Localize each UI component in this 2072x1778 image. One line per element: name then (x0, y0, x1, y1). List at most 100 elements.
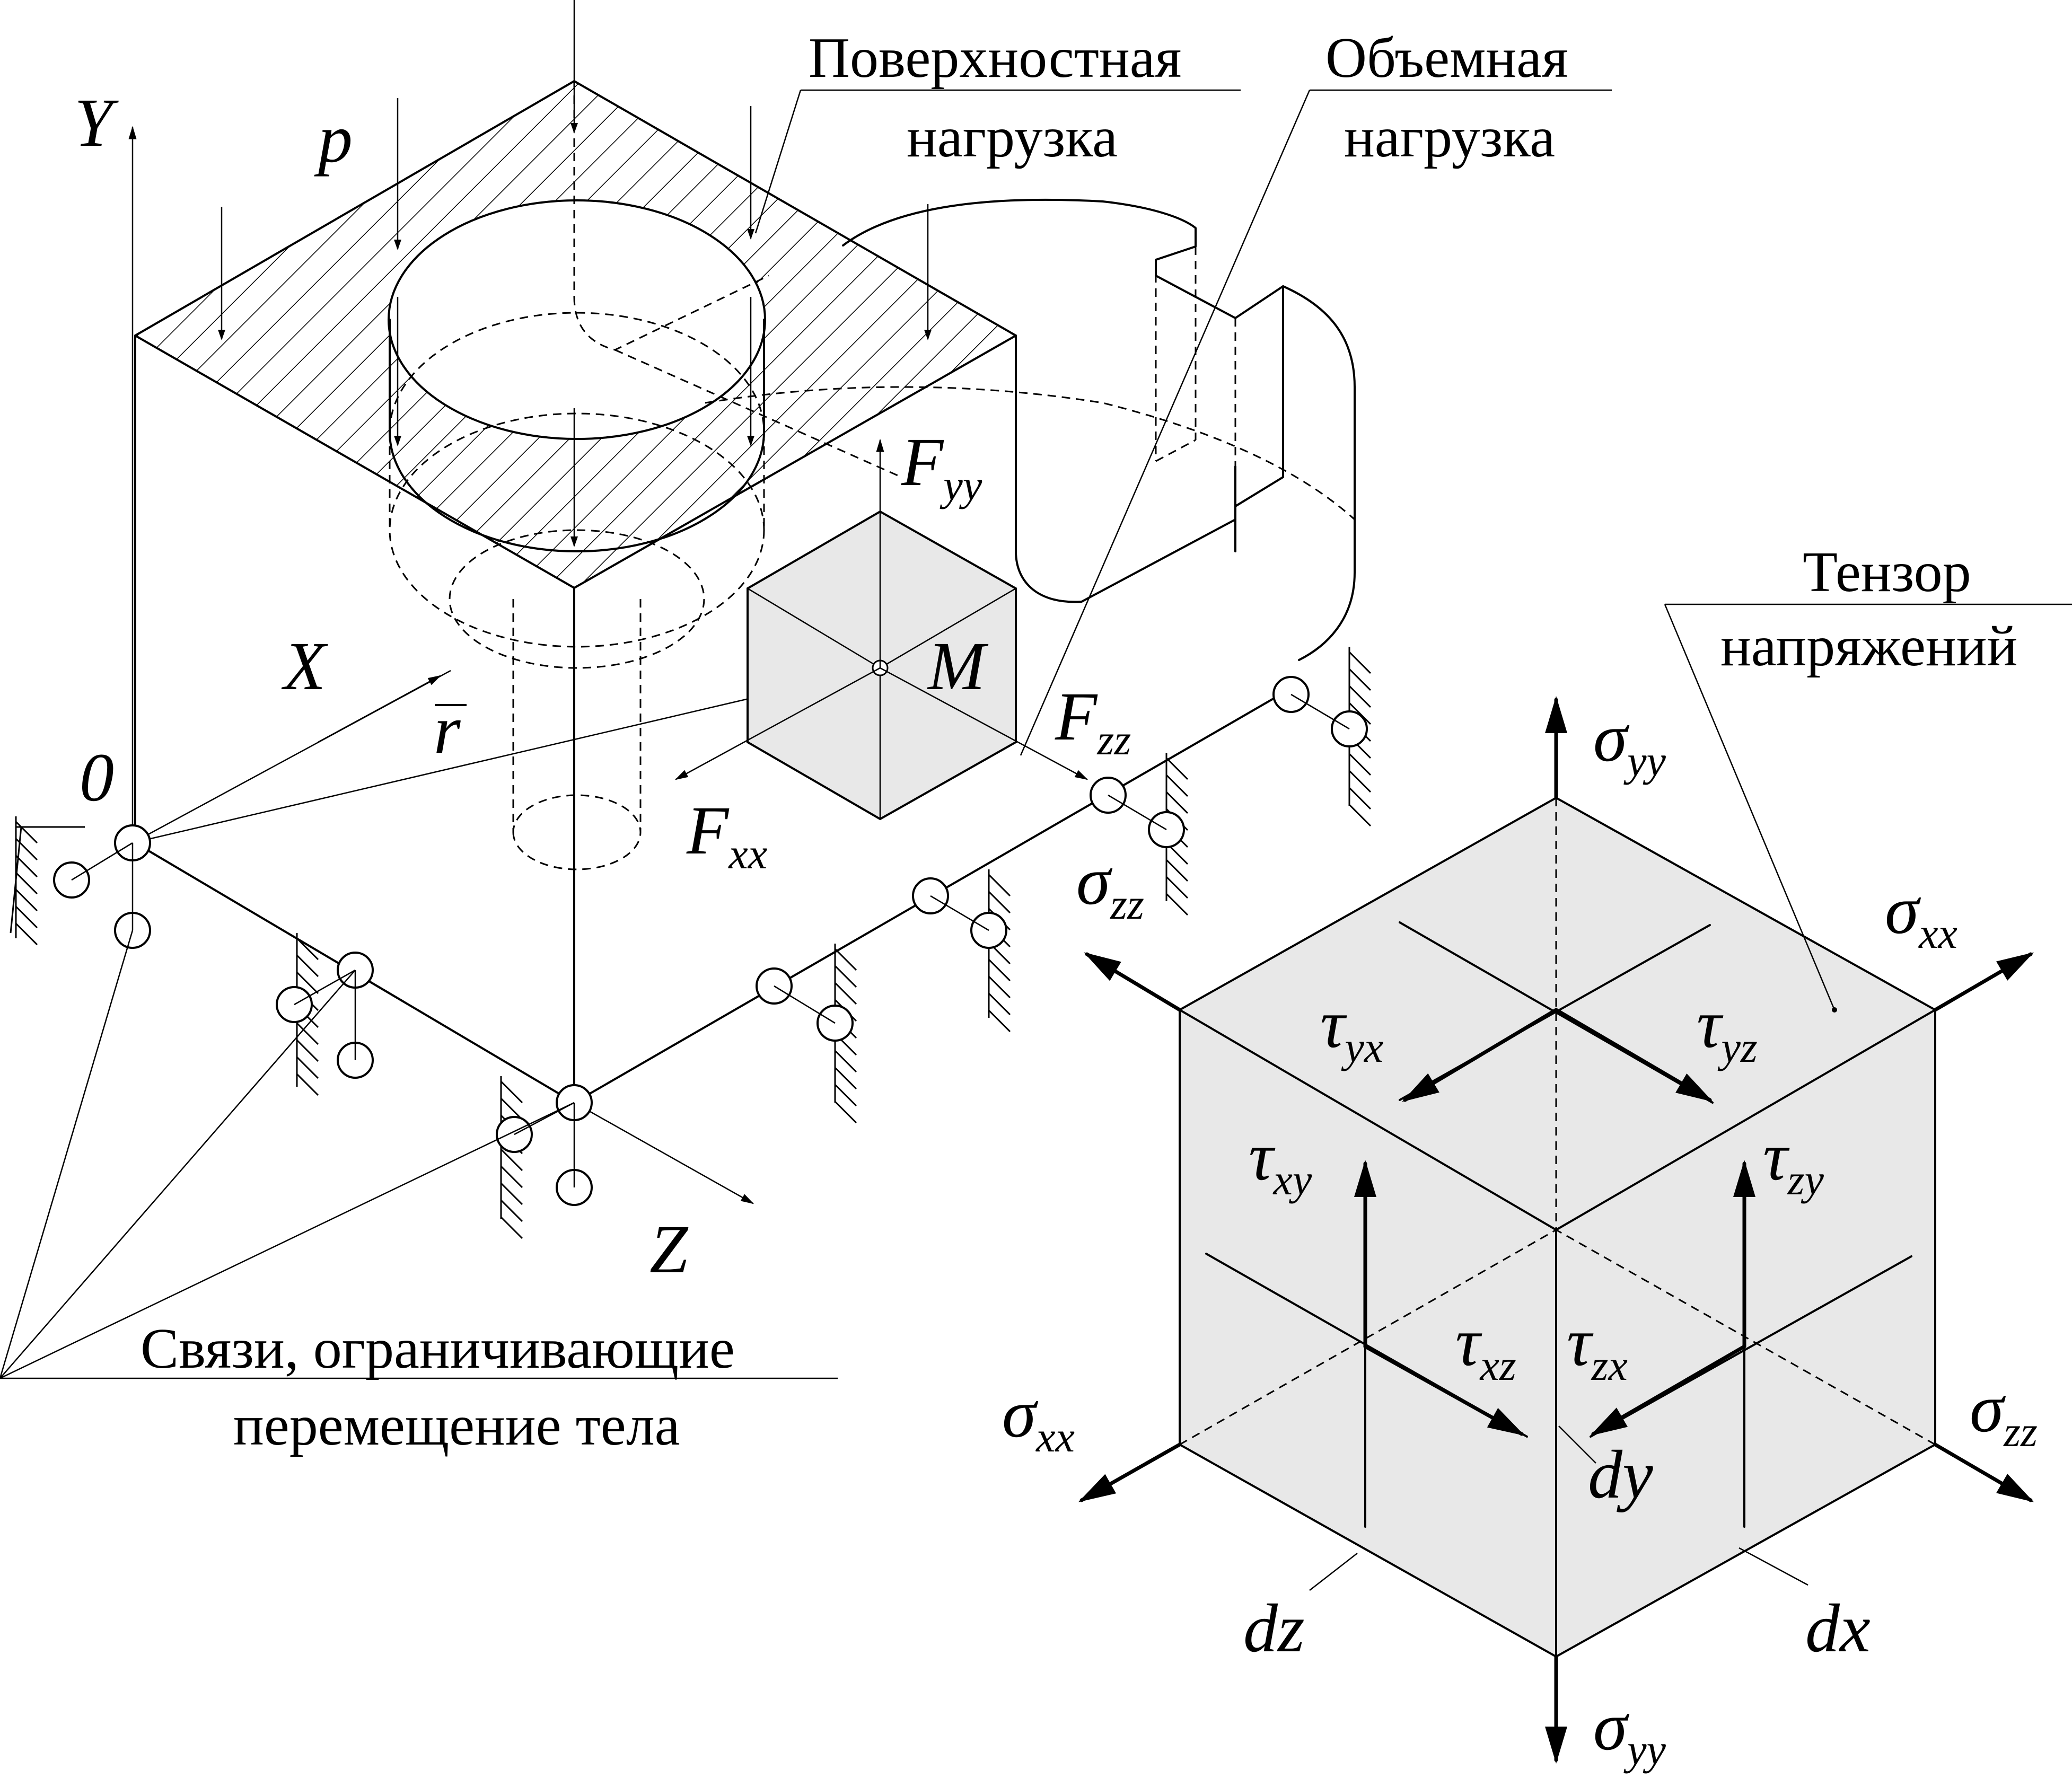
ground-hatch-tick (834, 1084, 857, 1107)
ground-hatch-tick (988, 975, 1011, 999)
ground-hatch-tick (988, 1009, 1011, 1033)
surface-load-arrows (218, 0, 932, 547)
sigma-xx-left-arrow (1078, 1442, 1182, 1502)
sigma-xx-right-arrow (1933, 952, 2034, 1012)
ground-hatch-tick (500, 1165, 523, 1189)
z-axis-label: Z (649, 1211, 689, 1288)
ground-hatch-tick (500, 1080, 523, 1104)
f-yy-label: Fyy (901, 424, 982, 509)
ground-hatch-tick (834, 1050, 857, 1073)
f-zz-arrow (880, 667, 1088, 780)
tau-yz-label: τyz (1697, 986, 1758, 1071)
ground-hatch-tick (500, 1182, 523, 1205)
ground-hatch-tick (1165, 893, 1189, 916)
ground-hatch-tick (15, 888, 38, 912)
sigma-xx-right-label: σxx (1885, 872, 1957, 957)
x-axis-arrow (318, 675, 442, 743)
ground-hatch-tick (1348, 651, 1372, 674)
ground-hatch-tick (834, 1067, 857, 1090)
surface-load-label-line1: Поверхностная (809, 27, 1181, 90)
ground-hatch-tick (500, 1199, 523, 1222)
ground-hatch-tick (15, 922, 38, 946)
tau-zx-arrow (1590, 1344, 1746, 1436)
ground-hatch-tick (296, 937, 319, 961)
ground-hatch-tick (15, 905, 38, 929)
elastic-body (134, 80, 1356, 1104)
ground-hatch-tick (15, 821, 38, 844)
ground-hatch-tick (296, 1022, 319, 1045)
sigma-zz-left-arrow (1083, 952, 1182, 1012)
sigma-zz-right-arrow (1933, 1442, 2034, 1502)
ground-hatch-tick (296, 1073, 319, 1096)
constraints-label-line2: перемещение тела (233, 1394, 680, 1457)
tau-yx-arrow (1401, 1008, 1558, 1102)
x-axis-label: X (281, 628, 328, 705)
ground-hatch-tick (296, 954, 319, 978)
radius-vector-label: r (434, 692, 467, 768)
stress-tensor-label-line2: напряжений (1720, 615, 2017, 678)
labels: Поверхностная нагрузка Объемная нагрузка… (74, 27, 2038, 1774)
sigma-yy-bottom-label: σyy (1593, 1688, 1666, 1774)
point-m-label: M (927, 628, 989, 705)
ground-hatch-tick (500, 1097, 523, 1121)
f-zz-label: Fzz (1055, 679, 1131, 764)
ground-hatch-tick (988, 992, 1011, 1016)
ground-hatch-tick (834, 982, 857, 1005)
dz-label: dz (1243, 1590, 1305, 1667)
ground-hatch-tick (834, 965, 857, 988)
dy-label: dy (1588, 1437, 1653, 1513)
z-axis-arrow (574, 1102, 754, 1204)
f-xx-arrow (674, 667, 881, 780)
tau-xz-arrow (1363, 1344, 1525, 1436)
sigma-yy-top-label: σyy (1593, 700, 1666, 785)
ground-hatch-tick (1165, 859, 1189, 882)
surface-load-label-line2: нагрузка (907, 106, 1118, 169)
ground-hatch-tick (1348, 753, 1372, 776)
support-joints (53, 676, 1368, 1206)
y-axis-label: Y (74, 85, 119, 161)
ground-hatch-tick (1348, 702, 1372, 725)
ground-hatch-tick (500, 1216, 523, 1239)
stress-tensor-label-line1: Тензор (1803, 541, 1971, 604)
ground-hatch-tick (834, 948, 857, 971)
ground-hatch-tick (1348, 685, 1372, 708)
support-constraints (0, 647, 1372, 1379)
tau-xy-label: τxy (1249, 1119, 1312, 1204)
f-xx-label: Fxx (686, 793, 767, 878)
ground-hatch-tick (1165, 774, 1189, 797)
ground-hatch-tick (296, 1039, 319, 1062)
tau-zy-label: τzy (1763, 1119, 1824, 1204)
top-hole-edge (388, 199, 766, 440)
ground-hatch-tick (834, 1101, 857, 1124)
ground-hatch-tick (1348, 668, 1372, 691)
svg-text:r: r (434, 692, 461, 768)
tau-zx-label: τzx (1567, 1304, 1628, 1389)
origin-label: 0 (80, 740, 114, 816)
ground-hatch-tick (988, 874, 1011, 897)
callout-leaders (754, 89, 2072, 1010)
ground-hatch-tick (1348, 770, 1372, 793)
ground-hatch-tick (1165, 876, 1189, 899)
tau-xz-label: τxz (1455, 1304, 1516, 1389)
sigma-zz-left-label: σzz (1076, 843, 1144, 928)
ground-hatch-tick (1348, 787, 1372, 810)
volume-load-label-line2: нагрузка (1344, 106, 1555, 169)
ground-hatch-tick (296, 1056, 319, 1079)
loaded-top-face (135, 81, 1016, 588)
ground-hatch-tick (988, 958, 1011, 982)
ground-hatch-tick (15, 855, 38, 878)
sigma-zz-right-label: σzz (1970, 1370, 2038, 1456)
tau-yz-arrow (1554, 1008, 1714, 1102)
ground-hatch-tick (988, 891, 1011, 914)
body-force-element (674, 438, 1088, 821)
ground-hatch-tick (15, 838, 38, 861)
ground-hatch-tick (1165, 757, 1189, 780)
volume-load-label-line1: Объемная (1325, 27, 1568, 90)
stress-tensor-element (1078, 696, 2034, 1764)
ground-hatch-tick (500, 1148, 523, 1172)
sigma-xx-left-label: σxx (1002, 1376, 1075, 1461)
ground-hatch-tick (1348, 804, 1372, 827)
ground-hatch-tick (1165, 791, 1189, 814)
dx-label: dx (1805, 1590, 1871, 1667)
